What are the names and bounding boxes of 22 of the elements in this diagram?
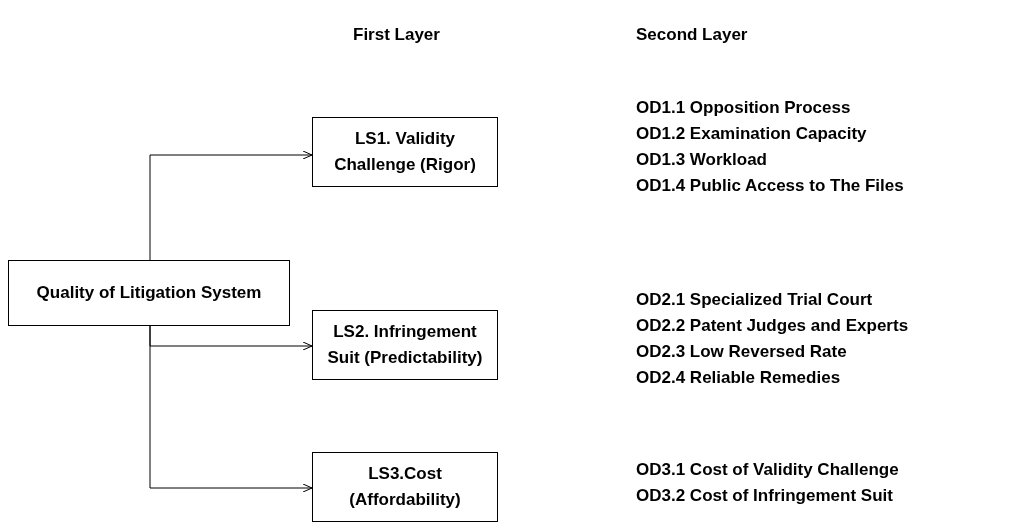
box-label: LS1. Validity Challenge (Rigor) [333,128,477,176]
box-label: LS3.Cost (Affordability) [348,463,462,511]
process-box [312,117,498,187]
column-heading: Second Layer [636,24,748,46]
sub-item-label: OD1.1 Opposition Process [636,97,851,119]
sub-item-label: OD3.1 Cost of Validity Challenge [636,459,899,481]
sub-item-label: OD1.3 Workload [636,149,767,171]
sub-item-label: OD2.3 Low Reversed Rate [636,341,847,363]
sub-item-label: OD1.4 Public Access to The Files [636,175,904,197]
box-label: LS2. Infringement Suit (Predictability) [326,321,484,369]
sub-item-label: OD2.2 Patent Judges and Experts [636,315,909,337]
arrow [149,150,313,261]
box-label: Quality of Litigation System [36,282,262,304]
sub-item-label: OD3.2 Cost of Infringement Suit [636,485,893,507]
process-box [312,310,498,380]
sub-item-label: OD2.1 Specialized Trial Court [636,289,873,311]
sub-item-label: OD2.4 Reliable Remedies [636,367,841,389]
sub-item-label: OD1.2 Examination Capacity [636,123,867,145]
process-box [312,452,498,522]
process-box [8,260,290,326]
arrow [149,325,313,493]
column-heading: First Layer [353,24,440,46]
